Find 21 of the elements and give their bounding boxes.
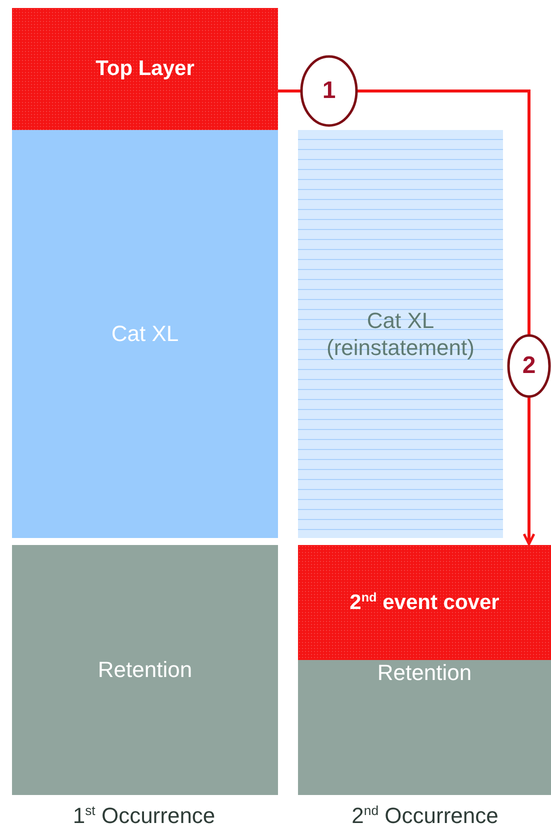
step-number-ellipse — [300, 55, 358, 127]
step-number: 1 — [322, 77, 336, 105]
layer-label: 2$^{nd}$ event cover — [350, 590, 500, 614]
layer-label: Retention — [98, 657, 192, 683]
layer-block — [12, 130, 278, 538]
layer-block — [298, 660, 551, 795]
column-caption: 1$^{st}$ Occurrence — [72, 803, 216, 829]
step-number-ellipse — [507, 334, 551, 398]
layer-block — [298, 545, 551, 660]
column-caption: 2$^{nd}$ Occurrence — [352, 803, 498, 829]
layer-label: Top Layer — [96, 57, 194, 81]
step-number: 2 — [522, 352, 536, 380]
layer-label: Cat XL (reinstatement) — [326, 306, 476, 362]
layer-label: Cat XL — [111, 321, 179, 347]
layer-block — [12, 545, 278, 795]
striped-layer-block — [298, 130, 503, 538]
connector-line — [357, 90, 530, 335]
arrow — [522, 397, 536, 546]
connector-line — [278, 90, 301, 92]
layer-block — [12, 8, 278, 130]
layer-label: Retention — [377, 660, 472, 686]
